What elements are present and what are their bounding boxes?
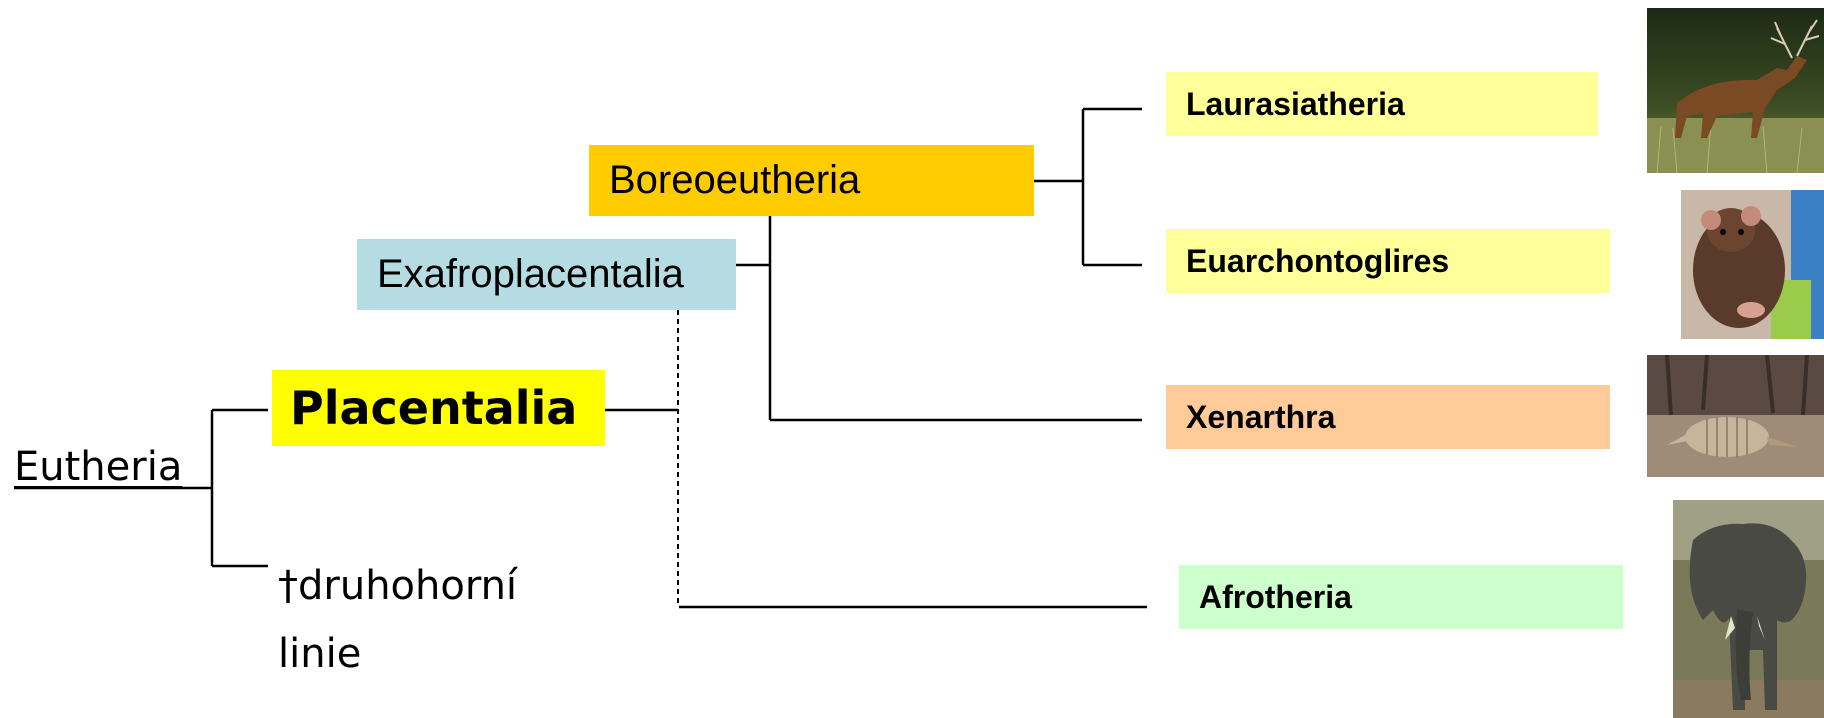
druhohorni-linie-label: †druhohorní linie [278, 563, 518, 677]
placentalia-box: Placentalia [272, 370, 605, 446]
boreoeutheria-label: Boreoeutheria [609, 158, 861, 202]
armadillo-photo [1647, 355, 1824, 477]
eutheria-label: Eutheria [14, 444, 183, 490]
rat-photo [1681, 190, 1824, 339]
euarchontoglires-box: Euarchontoglires [1166, 229, 1610, 293]
euarchontoglires-label: Euarchontoglires [1186, 242, 1450, 279]
afrotheria-label: Afrotheria [1199, 578, 1352, 615]
elephant-photo [1673, 500, 1824, 718]
boreoeutheria-box: Boreoeutheria [589, 145, 1034, 216]
placentalia-label: Placentalia [290, 381, 578, 435]
xenarthra-box: Xenarthra [1166, 385, 1610, 449]
afrotheria-box: Afrotheria [1179, 565, 1623, 629]
exafroplacentalia-label: Exafroplacentalia [377, 252, 684, 296]
exafroplacentalia-box: Exafroplacentalia [357, 239, 736, 310]
xenarthra-label: Xenarthra [1186, 398, 1336, 435]
laurasiatheria-label: Laurasiatheria [1186, 85, 1405, 122]
deer-photo [1647, 8, 1824, 173]
laurasiatheria-box: Laurasiatheria [1166, 72, 1598, 136]
